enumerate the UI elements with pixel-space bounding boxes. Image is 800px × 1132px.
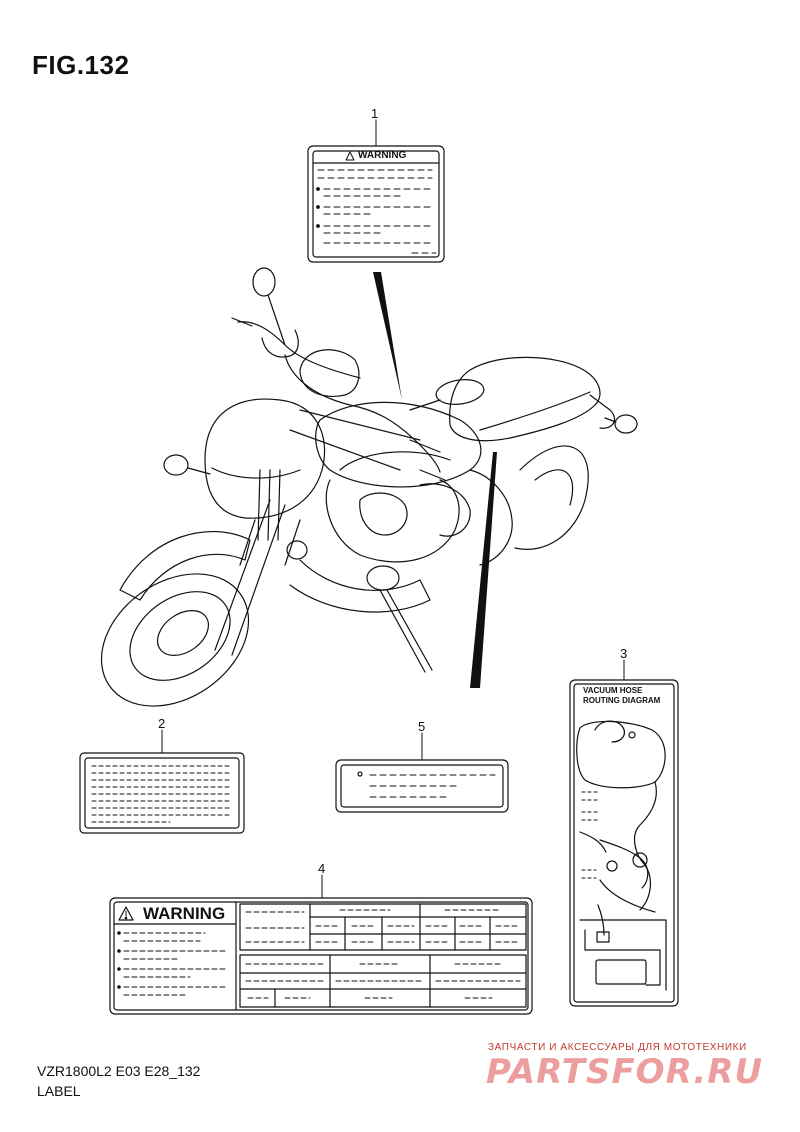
label-4-warning-table-decal[interactable] [109,897,533,1015]
label-3-title-line1: VACUUM HOSE [583,686,643,695]
pointer-label-5 [470,452,497,688]
callout-3: 3 [620,646,628,661]
label-4-warning-text: WARNING [143,904,226,923]
label-1-warning-text: WARNING [358,150,407,161]
label-5-decal[interactable] [335,759,509,813]
pointer-label-1 [373,272,402,400]
watermark-logo: PARTSFOR.RU [486,1052,764,1092]
figure-title: FIG.132 [32,50,130,80]
callout-1: 1 [371,106,379,121]
diagram-code: VZR1800L2 E03 E28_132 [37,1063,201,1079]
motorcycle-illustration [100,267,638,707]
callout-4: 4 [318,861,326,876]
callout-5: 5 [418,719,426,734]
watermark-tagline: ЗАПЧАСТИ И АКСЕССУАРЫ ДЛЯ МОТОТЕХНИКИ [488,1042,747,1053]
label-2-decal[interactable] [79,752,245,834]
label-1-warning-decal[interactable] [307,145,445,263]
callout-2: 2 [158,716,166,731]
diagram-category: LABEL [37,1083,81,1099]
label-3-title-line2: ROUTING DIAGRAM [583,696,661,705]
label-3-vacuum-hose-diagram[interactable] [569,679,679,1007]
